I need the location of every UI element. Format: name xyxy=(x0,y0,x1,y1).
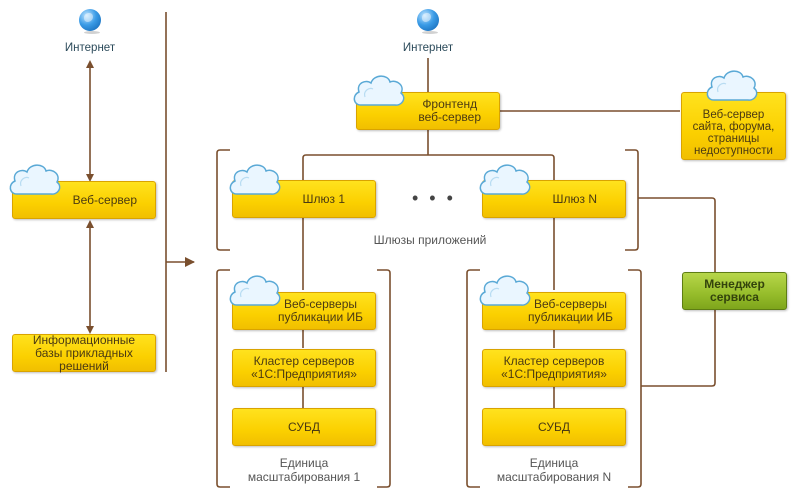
cloud-icon xyxy=(353,75,405,106)
bracket-unitN-right xyxy=(628,269,642,488)
gateway-1-label: Шлюз 1 xyxy=(302,191,345,206)
unit-1-cluster-box[interactable]: Кластер серверов «1С:Предприятия» xyxy=(232,349,376,387)
ellipsis: • • • xyxy=(412,188,456,208)
unit-n-caption: Единица масштабирования N xyxy=(496,456,612,484)
internet-label-right: Интернет xyxy=(402,42,454,54)
site-server-label: Веб-сервер сайта, форума, страницы недос… xyxy=(692,109,775,157)
gateways-caption: Шлюзы приложений xyxy=(373,233,487,247)
globe-icon xyxy=(417,9,439,31)
globe-shadow xyxy=(422,31,438,34)
unit-n-web-servers-label: Веб-серверы публикации ИБ xyxy=(528,297,613,324)
gateway-n-label: Шлюз N xyxy=(552,191,597,206)
cloud-icon xyxy=(229,164,281,195)
unit-n-cluster-label: Кластер серверов «1С:Предприятия» xyxy=(501,354,607,381)
bracket-gateways-right xyxy=(625,149,639,251)
unit-1-caption: Единица масштабирования 1 xyxy=(247,456,361,484)
unit-n-dbms-label: СУБД xyxy=(538,419,570,434)
infobases-box[interactable]: Информационные базы прикладных решений xyxy=(12,332,156,373)
globe-shadow xyxy=(84,31,100,34)
cloud-icon xyxy=(479,275,531,306)
cloud-icon xyxy=(229,275,281,306)
service-manager-label: Менеджер сервиса xyxy=(704,277,765,304)
web-server-label: Веб-сервер xyxy=(72,192,137,207)
unit-n-web-servers-box[interactable]: Веб-серверы публикации ИБ xyxy=(482,292,626,330)
cloud-icon xyxy=(706,70,758,101)
unit-n-cluster-box[interactable]: Кластер серверов «1С:Предприятия» xyxy=(482,349,626,387)
frontend-label: Фронтенд веб-сервер xyxy=(418,97,481,124)
link-gateways-service-manager xyxy=(638,197,716,272)
gateway-fanout xyxy=(302,154,555,182)
internet-label-left: Интернет xyxy=(64,42,116,54)
unit-1-cluster-label: Кластер серверов «1С:Предприятия» xyxy=(251,354,357,381)
unit-1-dbms-label: СУБД xyxy=(288,419,320,434)
infobases-label: Информационные базы прикладных решений xyxy=(32,332,136,373)
globe-icon xyxy=(79,9,101,31)
cloud-icon xyxy=(9,164,61,195)
bracket-unitN-left xyxy=(466,269,480,488)
web-server-box[interactable]: Веб-сервер xyxy=(12,181,156,219)
unit-n-dbms-box[interactable]: СУБД xyxy=(482,408,626,446)
link-units-service-manager xyxy=(641,310,716,387)
bracket-unit1-left xyxy=(216,269,230,488)
unit-1-web-servers-label: Веб-серверы публикации ИБ xyxy=(278,297,363,324)
cloud-icon xyxy=(479,164,531,195)
bracket-gateways-left xyxy=(216,149,230,251)
unit-1-dbms-box[interactable]: СУБД xyxy=(232,408,376,446)
service-manager-box[interactable]: Менеджер сервиса xyxy=(682,272,787,310)
bracket-unit1-right xyxy=(377,269,391,488)
